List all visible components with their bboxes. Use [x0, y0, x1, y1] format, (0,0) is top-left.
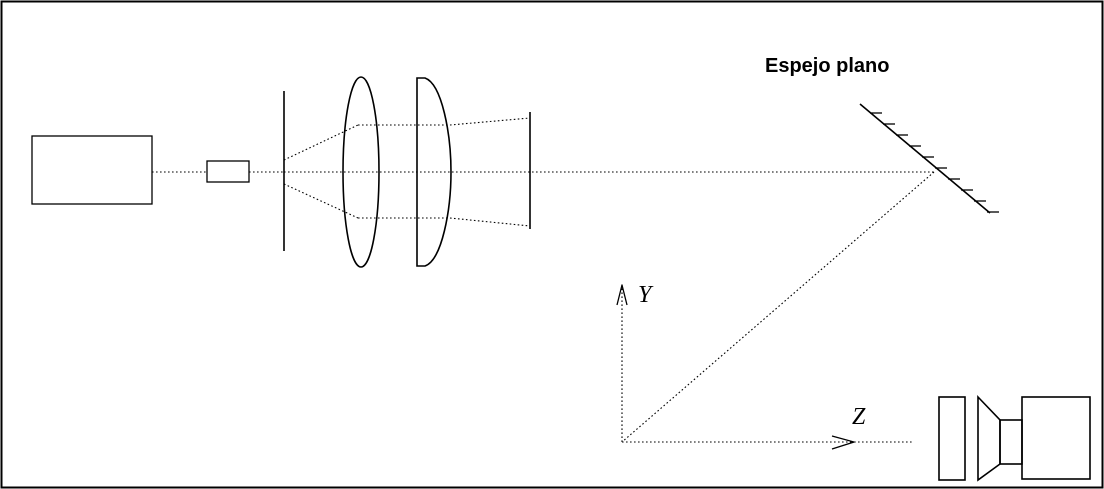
z-axis-label: Z: [852, 404, 866, 430]
ccd-camera: [938, 395, 1091, 482]
reflected-beam: [621, 171, 935, 443]
plano-convex-lens: [416, 77, 452, 267]
laser-source: [31, 135, 153, 205]
y-axis-label: Y: [638, 282, 654, 308]
camera-lens-cone: [977, 395, 1001, 482]
lower-ray-converging: [449, 217, 531, 227]
biconvex-lens: [342, 76, 380, 268]
beam-expander: [206, 160, 250, 183]
camera-lens-mount: [999, 419, 1023, 465]
z-axis-arrowhead: [831, 435, 857, 450]
upper-ray-converging: [449, 117, 531, 126]
y-axis-arrowhead: [616, 284, 628, 306]
mirror-hatching: [870, 112, 999, 213]
flat-mirror: [859, 103, 991, 214]
camera-front-plate: [938, 396, 966, 481]
cone-upper-ray: [283, 124, 359, 161]
mirror-label: Espejo plano: [765, 55, 889, 77]
camera-body: [1021, 396, 1091, 480]
cone-lower-ray: [283, 183, 359, 219]
